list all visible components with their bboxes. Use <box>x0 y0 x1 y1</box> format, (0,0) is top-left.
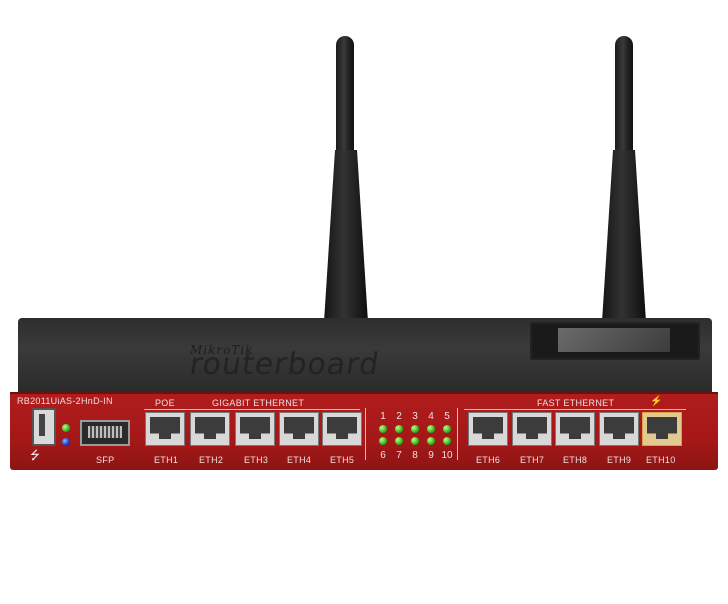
antenna-right <box>615 36 633 186</box>
led-5 <box>443 425 451 433</box>
eth10-port[interactable] <box>642 412 682 446</box>
eth2-label: ETH2 <box>199 455 224 465</box>
eth9-label: ETH9 <box>607 455 632 465</box>
eth8-label: ETH8 <box>563 455 588 465</box>
led-number-9: 9 <box>428 450 434 461</box>
lcd-display <box>530 322 700 360</box>
led-8 <box>411 437 419 445</box>
model-label: RB2011UiAS-2HnD-IN <box>17 396 113 406</box>
brand-routerboard-logo: routerboard <box>187 347 382 382</box>
eth7-port[interactable] <box>512 412 552 446</box>
eth3-port[interactable] <box>235 412 275 446</box>
eth4-port[interactable] <box>279 412 319 446</box>
led-6 <box>379 437 387 445</box>
gigabit-ethernet-label: GIGABIT ETHERNET <box>212 398 305 408</box>
led-3 <box>411 425 419 433</box>
led-number-1: 1 <box>380 411 386 422</box>
led-2 <box>395 425 403 433</box>
brand-small-logo: MikroTik <box>190 343 254 357</box>
usb-port[interactable] <box>32 408 56 446</box>
eth5-label: ETH5 <box>330 455 355 465</box>
led-grid-left-bracket <box>365 408 366 460</box>
eth6-port[interactable] <box>468 412 508 446</box>
poe-out-icon: ⚡ <box>650 396 663 407</box>
led-10 <box>443 437 451 445</box>
led-4 <box>427 425 435 433</box>
power-led <box>62 424 70 432</box>
sfp-label: SFP <box>96 455 115 465</box>
led-7 <box>395 437 403 445</box>
eth1-label: ETH1 <box>154 455 179 465</box>
led-9 <box>427 437 435 445</box>
user-led <box>62 438 70 446</box>
antenna-right-base <box>602 150 646 322</box>
eth7-label: ETH7 <box>520 455 545 465</box>
eth4-label: ETH4 <box>287 455 312 465</box>
poe-label: POE <box>155 398 175 408</box>
fast-ethernet-label: FAST ETHERNET <box>537 398 615 408</box>
led-number-6: 6 <box>380 450 386 461</box>
led-number-7: 7 <box>396 450 402 461</box>
usb-icon: ⭍ <box>30 448 40 462</box>
led-number-4: 4 <box>428 411 434 422</box>
eth6-label: ETH6 <box>476 455 501 465</box>
antenna-left-base <box>324 150 368 322</box>
lcd-screen <box>558 328 670 352</box>
led-1 <box>379 425 387 433</box>
led-number-2: 2 <box>396 411 402 422</box>
led-number-10: 10 <box>441 450 453 461</box>
eth5-port[interactable] <box>322 412 362 446</box>
eth3-label: ETH3 <box>244 455 269 465</box>
led-number-5: 5 <box>444 411 450 422</box>
eth10-label: ETH10 <box>646 455 676 465</box>
eth8-port[interactable] <box>555 412 595 446</box>
eth1-port[interactable] <box>145 412 185 446</box>
sfp-port[interactable] <box>80 420 130 446</box>
antenna-left <box>336 36 354 186</box>
led-number-8: 8 <box>412 450 418 461</box>
led-number-3: 3 <box>412 411 418 422</box>
eth9-port[interactable] <box>599 412 639 446</box>
eth2-port[interactable] <box>190 412 230 446</box>
fast-divider-line <box>464 409 686 410</box>
led-grid-right-bracket <box>457 408 458 460</box>
gigabit-divider-line <box>144 409 360 410</box>
